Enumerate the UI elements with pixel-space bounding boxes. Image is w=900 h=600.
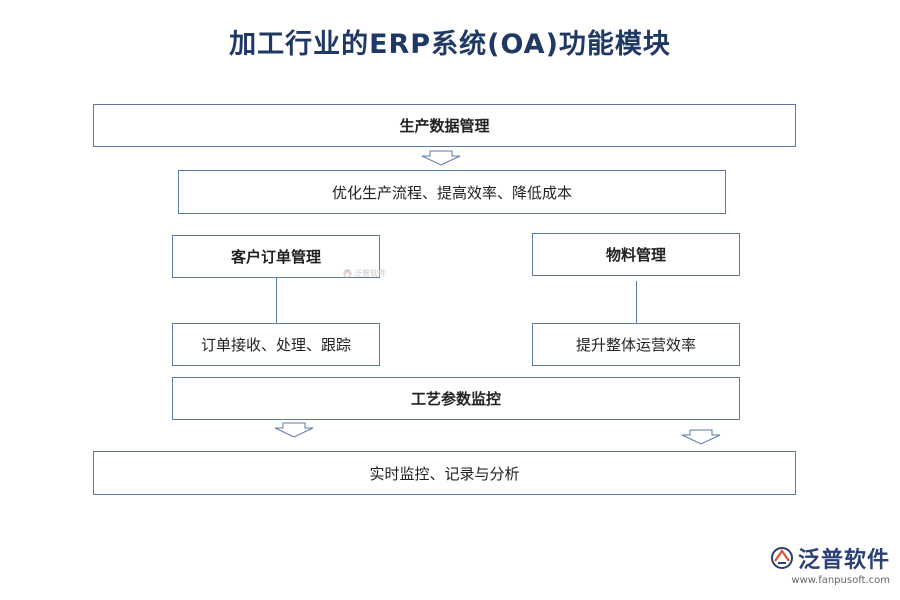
watermark: 泛普软件 [343,268,386,279]
connector-line [276,278,277,323]
brand-url: www.fanpusoft.com [791,575,890,586]
logo-icon [343,269,352,278]
customer-order-box: 客户订单管理 [172,235,380,278]
brand-logo-icon [770,547,793,569]
down-arrow-icon [421,150,461,166]
realtime-box: 实时监控、记录与分析 [93,451,796,495]
process-params-box: 工艺参数监控 [172,377,740,420]
watermark-text: 泛普软件 [354,269,386,278]
connector-line [636,281,637,325]
brand-name: 泛普软件 [797,548,890,573]
down-arrow-icon [274,422,314,438]
production-data-box: 生产数据管理 [93,104,796,147]
down-arrow-icon [681,429,721,445]
page-title: 加工行业的ERP系统(OA)功能模块 [229,29,671,60]
efficiency-box: 提升整体运营效率 [532,323,740,366]
brand-logo: 泛普软件 www.fanpusoft.com [770,542,890,586]
material-box: 物料管理 [532,233,740,276]
order-process-box: 订单接收、处理、跟踪 [172,323,380,366]
optimize-box: 优化生产流程、提高效率、降低成本 [178,170,726,214]
